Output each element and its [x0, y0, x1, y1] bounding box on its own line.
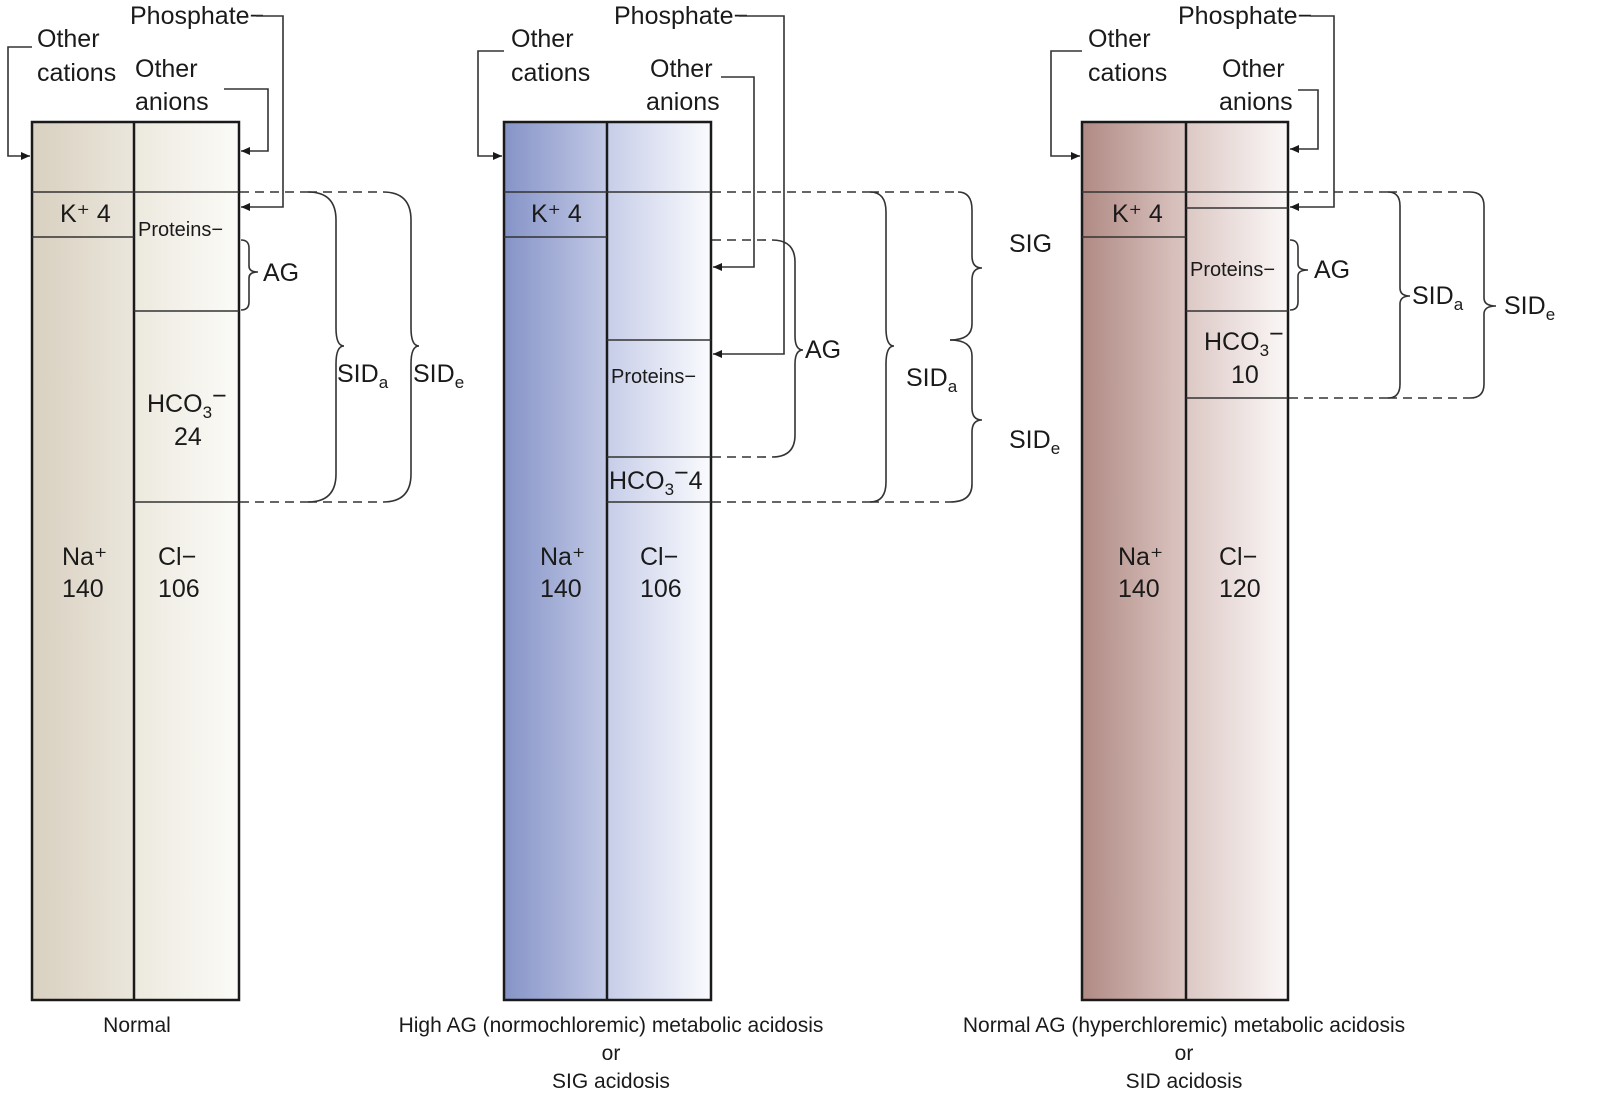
- cation-column: [32, 122, 134, 1000]
- anion-column: [1186, 122, 1288, 1000]
- other-cations-label-2: cations: [37, 59, 116, 87]
- ag-label: AG: [1314, 256, 1350, 284]
- proteins-label: Proteins−: [611, 366, 696, 388]
- potassium-label: K⁺ 4: [531, 200, 582, 228]
- other-anions-label-2: anions: [135, 88, 209, 116]
- phosphate-label: Phosphate−: [614, 2, 748, 30]
- sig-label: SIG: [1009, 230, 1052, 258]
- phosphate-label: Phosphate−: [130, 2, 264, 30]
- sid-a-label: SIDa: [337, 360, 389, 392]
- cation-column: [1082, 122, 1186, 1000]
- anion-column: [607, 122, 711, 1000]
- chloride-label: Cl−: [158, 543, 196, 571]
- chloride-label: Cl−: [1219, 543, 1257, 571]
- chloride-label: Cl−: [640, 543, 678, 571]
- panel-high-ag: Other cations Other anions Phosphate− K⁺…: [399, 2, 1061, 1093]
- other-cations-label: Other: [511, 25, 574, 53]
- bicarbonate-value: 10: [1231, 361, 1259, 389]
- caption-line-1: Normal AG (hyperchloremic) metabolic aci…: [963, 1014, 1405, 1037]
- ag-label: AG: [805, 336, 841, 364]
- other-anions-label-2: anions: [646, 88, 720, 116]
- sid-a-label: SIDa: [906, 364, 958, 396]
- proteins-label: Proteins−: [138, 219, 223, 241]
- sodium-value: 140: [540, 575, 582, 603]
- other-anions-label: Other: [1222, 55, 1285, 83]
- potassium-label: K⁺ 4: [1112, 200, 1163, 228]
- bicarbonate-value: 24: [174, 423, 202, 451]
- phosphate-label: Phosphate−: [1178, 2, 1312, 30]
- sodium-value: 140: [1118, 575, 1160, 603]
- caption-line-2: or: [602, 1042, 621, 1065]
- bicarbonate-label: HCO3−: [147, 382, 227, 422]
- chloride-value: 120: [1219, 575, 1261, 603]
- sodium-value: 140: [62, 575, 104, 603]
- other-anions-label: Other: [135, 55, 198, 83]
- other-cations-label-2: cations: [1088, 59, 1167, 87]
- bicarbonate-label: HCO3−: [1204, 320, 1284, 360]
- caption-line-2: or: [1175, 1042, 1194, 1065]
- panel-normal: Other cations Other anions Phosphate− K⁺…: [7, 2, 464, 1037]
- caption-line-1: High AG (normochloremic) metabolic acido…: [399, 1014, 824, 1037]
- bicarbonate-label: HCO3−4: [609, 459, 703, 499]
- other-cations-label-2: cations: [511, 59, 590, 87]
- other-anions-label: Other: [650, 55, 713, 83]
- panel-normal-ag: Other cations Other anions Phosphate− K⁺…: [963, 2, 1555, 1093]
- other-cations-label: Other: [37, 25, 100, 53]
- sid-e-label: SIDe: [1009, 426, 1060, 458]
- cation-column: [504, 122, 607, 1000]
- other-cations-label: Other: [1088, 25, 1151, 53]
- sid-e-label: SIDe: [413, 360, 464, 392]
- chloride-value: 106: [640, 575, 682, 603]
- caption-line-3: SID acidosis: [1126, 1070, 1243, 1093]
- caption-line-3: SIG acidosis: [552, 1070, 670, 1093]
- sodium-label: Na⁺: [1118, 543, 1163, 571]
- other-anions-label-2: anions: [1219, 88, 1293, 116]
- potassium-label: K⁺ 4: [60, 200, 111, 228]
- sodium-label: Na⁺: [62, 543, 107, 571]
- sid-e-label: SIDe: [1504, 292, 1555, 324]
- caption-line-1: Normal: [103, 1014, 171, 1037]
- sid-a-label: SIDa: [1412, 282, 1464, 314]
- anion-column: [134, 122, 239, 1000]
- chloride-value: 106: [158, 575, 200, 603]
- ag-label: AG: [263, 259, 299, 287]
- sodium-label: Na⁺: [540, 543, 585, 571]
- proteins-label: Proteins−: [1190, 259, 1275, 281]
